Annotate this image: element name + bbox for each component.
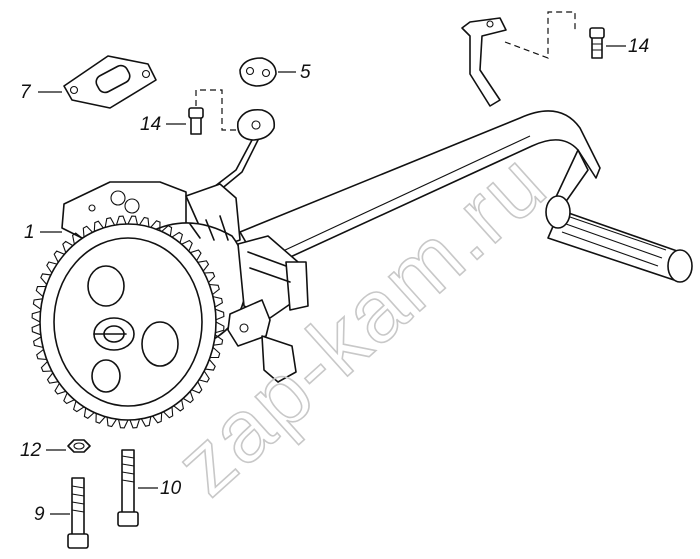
- bolt-14-top: [589, 27, 605, 59]
- label-7-text: 7: [20, 82, 32, 103]
- stud-9: [67, 477, 89, 549]
- label-10: 10: [138, 478, 182, 499]
- label-9-text: 9: [34, 504, 45, 525]
- gasket-5: [239, 57, 277, 87]
- support-bracket: [461, 11, 576, 107]
- label-1: 1: [24, 222, 62, 243]
- label-14-middle: 14: [140, 114, 186, 135]
- label-5-text: 5: [300, 62, 311, 83]
- stud-10: [117, 449, 139, 527]
- label-14-middle-text: 14: [140, 114, 161, 135]
- label-12-text: 12: [20, 440, 42, 461]
- gasket-7: [63, 55, 157, 109]
- label-1-text: 1: [24, 222, 35, 243]
- label-9: 9: [34, 504, 70, 525]
- nut-12: [67, 439, 91, 453]
- pressure-tube: [209, 108, 276, 196]
- label-14-top: 14: [606, 36, 649, 57]
- bolt-14-middle: [188, 89, 238, 135]
- label-7: 7: [20, 82, 62, 103]
- drive-gear: [31, 215, 225, 429]
- label-12: 12: [20, 440, 66, 461]
- intake-pipe: [239, 110, 693, 283]
- label-14-top-text: 14: [628, 36, 649, 57]
- label-5: 5: [278, 62, 311, 83]
- label-10-text: 10: [160, 478, 182, 499]
